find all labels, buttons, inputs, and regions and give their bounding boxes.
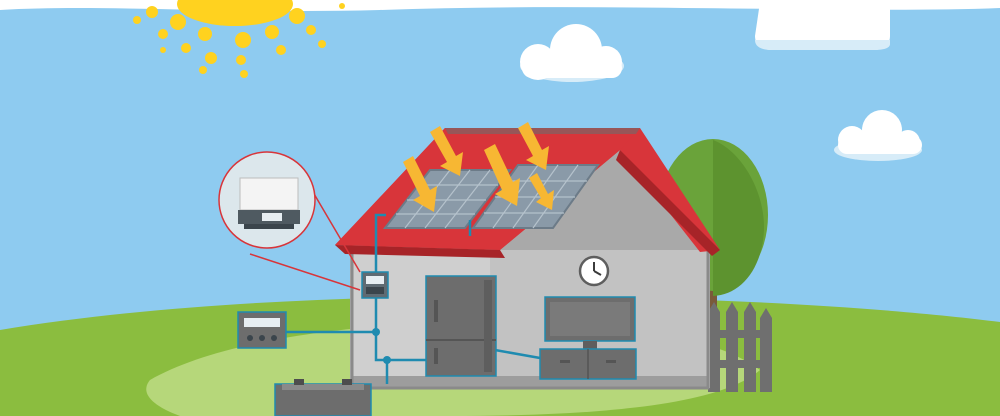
sun-icon	[133, 0, 345, 78]
clock-icon	[578, 255, 610, 287]
tv-icon	[544, 296, 636, 349]
solar-panel-icon	[382, 169, 513, 229]
battery-icon	[274, 379, 372, 416]
cloud-icon	[520, 24, 624, 82]
cloud-icon	[755, 2, 890, 50]
controller-icon	[237, 311, 287, 349]
sunlight-arrow-icon	[403, 122, 554, 212]
inverter-callout	[218, 151, 361, 291]
meter-icon	[361, 271, 389, 299]
wire-junction	[383, 356, 391, 364]
wire-junction	[372, 328, 380, 336]
inverter-icon	[238, 177, 300, 229]
cloud-icon	[834, 110, 922, 161]
fence-icon	[700, 302, 772, 392]
tv-stand-icon	[539, 348, 637, 380]
fridge-icon	[425, 275, 497, 377]
